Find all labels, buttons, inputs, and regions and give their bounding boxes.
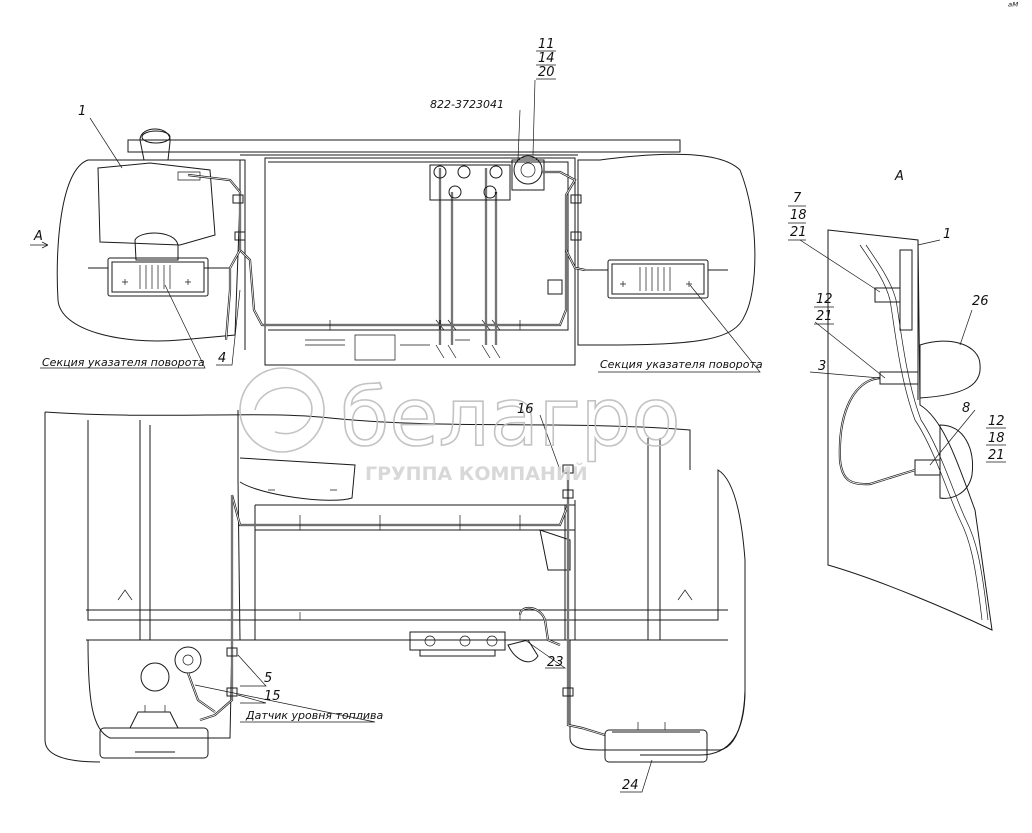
callout-16: 16 bbox=[517, 402, 534, 417]
watermark: белагро ГРУППА КОМПАНИЙ bbox=[239, 367, 681, 485]
part-code-label: 822-3723041 bbox=[430, 98, 504, 111]
callout-24: 24 bbox=[622, 778, 639, 793]
callout-11: 11 bbox=[538, 37, 555, 52]
detail-callout-18b: 18 bbox=[988, 431, 1005, 446]
frame-rear-view bbox=[44, 410, 746, 763]
corner-mark: ᵃᴹ bbox=[1008, 0, 1018, 13]
lamp-housing bbox=[919, 340, 981, 399]
callout-5: 5 bbox=[264, 671, 272, 686]
detail-callout-26: 26 bbox=[972, 294, 989, 309]
left-turn-indicator bbox=[88, 257, 230, 297]
rear-lamp-left bbox=[99, 705, 209, 759]
detail-callout-8: 8 bbox=[962, 401, 970, 416]
detail-callout-18a: 18 bbox=[790, 208, 807, 223]
cabin-top-view bbox=[56, 128, 756, 366]
watermark-brand: белагро bbox=[340, 371, 680, 464]
label-fuel-sensor: Датчик уровня топлива bbox=[245, 709, 384, 722]
callout-1: 1 bbox=[78, 104, 86, 119]
label-turn-indicator-right: Секция указателя поворота bbox=[600, 358, 763, 371]
washer-tank bbox=[97, 162, 216, 246]
rear-lamp-right bbox=[604, 722, 708, 763]
callout-14: 14 bbox=[538, 51, 555, 66]
detail-callout-12b: 12 bbox=[988, 414, 1005, 429]
label-turn-indicator-left: Секция указателя поворота bbox=[42, 356, 205, 369]
watermark-subtitle: ГРУППА КОМПАНИЙ bbox=[365, 462, 588, 485]
callout-23: 23 bbox=[547, 655, 564, 670]
callout-4: 4 bbox=[218, 351, 226, 366]
detail-callout-12a: 12 bbox=[816, 292, 833, 307]
detail-callout-1: 1 bbox=[943, 227, 951, 242]
callout-15: 15 bbox=[264, 689, 281, 704]
detail-callout-21a: 21 bbox=[790, 225, 807, 240]
callout-20: 20 bbox=[538, 65, 555, 80]
harness-rear bbox=[186, 464, 606, 737]
detail-callout-7: 7 bbox=[793, 191, 802, 206]
section-arrow-label: A bbox=[33, 229, 43, 244]
detail-callout-21c: 21 bbox=[988, 448, 1005, 463]
trailer-socket bbox=[513, 155, 543, 185]
detail-view-title: A bbox=[894, 169, 904, 184]
harness-top bbox=[187, 170, 586, 341]
leader-lines bbox=[30, 79, 976, 793]
detail-callout-3: 3 bbox=[818, 359, 826, 374]
pneumatic-couplings bbox=[429, 155, 545, 359]
detail-callout-21b: 21 bbox=[816, 309, 833, 324]
detail-view-a bbox=[827, 229, 993, 631]
right-turn-indicator bbox=[585, 259, 728, 299]
